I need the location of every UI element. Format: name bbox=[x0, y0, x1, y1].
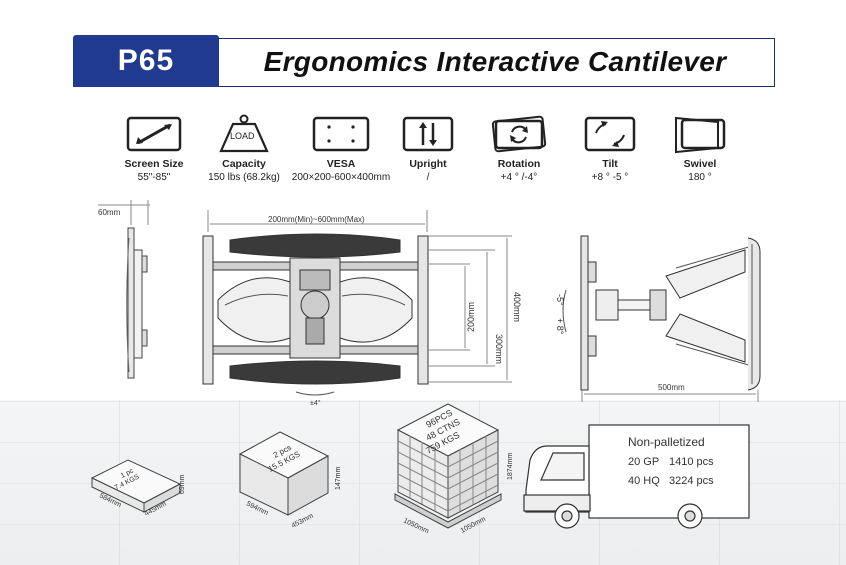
tilt-minus-label: -5° bbox=[555, 294, 565, 306]
load-icon: LOAD bbox=[194, 112, 294, 156]
spec-value: 150 lbs (68.2kg) bbox=[208, 172, 280, 183]
shipping-20gp-qty: 1410 pcs bbox=[669, 456, 714, 468]
spec-screen-size: Screen Size 55"-85" bbox=[104, 112, 204, 183]
package1-dim-height: 69mm bbox=[179, 474, 186, 494]
upright-icon bbox=[378, 112, 478, 156]
page-title: Ergonomics Interactive Cantilever bbox=[263, 46, 727, 77]
tilt-plus-label: + 8° bbox=[555, 318, 565, 335]
spec-label: Screen Size bbox=[124, 158, 184, 170]
spec-value: 55"-85" bbox=[137, 172, 171, 183]
spec-value: +4 ° /-4° bbox=[500, 172, 538, 183]
shipping-20gp-container: 20 GP bbox=[628, 456, 659, 468]
extension-view-drawing bbox=[562, 235, 761, 402]
rotation-icon bbox=[469, 112, 569, 156]
shipping-40hq-qty: 3224 pcs bbox=[669, 475, 714, 487]
side-depth-label: 60mm bbox=[98, 208, 121, 217]
spec-tilt: Tilt +8 ° -5 ° bbox=[560, 112, 660, 183]
height-300-label: 300mm bbox=[494, 334, 504, 364]
spec-value: 200×200-600×400mm bbox=[291, 172, 391, 183]
package2-dim-width: 453mm bbox=[291, 513, 315, 530]
spec-label: VESA bbox=[326, 158, 356, 170]
spec-swivel: Swivel 180 ° bbox=[650, 112, 750, 183]
extension-label: 500mm bbox=[658, 383, 685, 392]
package-double-box bbox=[238, 431, 330, 516]
spec-label: Capacity bbox=[222, 158, 266, 170]
vesa-icon bbox=[286, 112, 396, 156]
spec-value: / bbox=[426, 172, 430, 183]
width-range-label: 200mm(Min)~600mm(Max) bbox=[268, 215, 365, 224]
spec-vesa: VESA 200×200-600×400mm bbox=[286, 112, 396, 183]
shipping-title: Non-palletized bbox=[628, 435, 705, 449]
side-view-drawing bbox=[98, 200, 150, 379]
truck-illustration bbox=[523, 424, 750, 529]
height-400-label: 400mm bbox=[512, 292, 522, 322]
pallet-dim-length: 1050mm bbox=[402, 517, 430, 535]
pallet-dim-height: 1874mm bbox=[507, 453, 514, 480]
load-icon-text: LOAD bbox=[230, 131, 255, 141]
screen-size-icon bbox=[104, 112, 204, 156]
spec-rotation: Rotation +4 ° /-4° bbox=[469, 112, 569, 183]
spec-value: +8 ° -5 ° bbox=[591, 172, 629, 183]
shipping-40hq-container: 40 HQ bbox=[628, 475, 660, 487]
spec-capacity: LOAD Capacity 150 lbs (68.2kg) bbox=[194, 112, 294, 183]
spec-value: 180 ° bbox=[688, 172, 712, 183]
package-single-box bbox=[90, 459, 182, 513]
spec-label: Swivel bbox=[683, 158, 717, 170]
front-view-drawing bbox=[202, 210, 512, 396]
spec-label: Upright bbox=[409, 158, 447, 170]
model-badge: P65 bbox=[73, 35, 219, 87]
spec-label: Rotation bbox=[497, 158, 541, 170]
spec-label: Tilt bbox=[602, 158, 618, 170]
spec-upright: Upright / bbox=[378, 112, 478, 183]
package2-dim-height: 147mm bbox=[335, 466, 342, 490]
pallet-stack bbox=[394, 403, 502, 529]
height-200-label: 200mm bbox=[466, 302, 476, 332]
rotation-label: ±4° bbox=[310, 399, 321, 407]
swivel-icon bbox=[650, 112, 750, 156]
tilt-icon bbox=[560, 112, 660, 156]
